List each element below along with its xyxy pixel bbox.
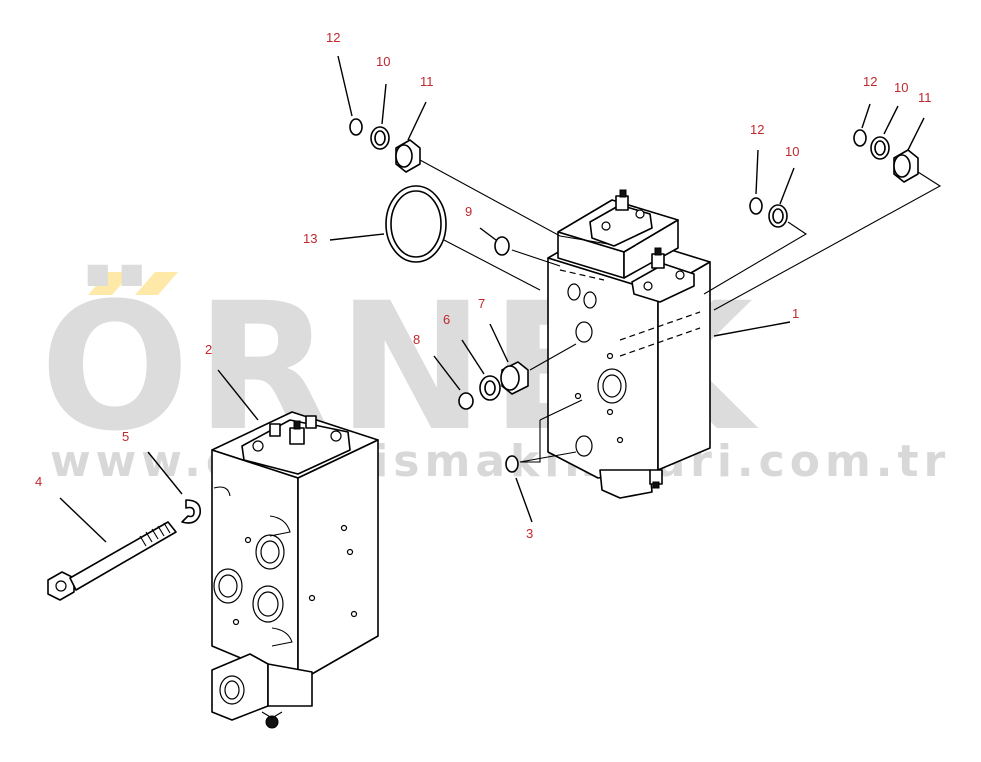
callout-7: 7	[478, 296, 485, 311]
bolt-part-4	[47, 521, 177, 601]
plug-part-11-right	[893, 149, 919, 183]
valve-block-part-1	[547, 189, 711, 499]
callout-13: 13	[303, 231, 317, 246]
assembly-lines	[419, 159, 942, 463]
o-ring-part-8	[458, 392, 474, 410]
watermark-accent-right	[135, 272, 178, 295]
seal-part-10-right	[870, 136, 890, 160]
callout-12-top: 12	[326, 30, 340, 45]
watermark-accent-left	[88, 272, 132, 295]
callout-2: 2	[205, 342, 212, 357]
callout-10-mid: 10	[785, 144, 799, 159]
watermark-url: www.ornekismakinalari.com.tr	[50, 436, 950, 487]
callout-11-top: 11	[420, 74, 434, 89]
o-ring-part-12-mid	[749, 197, 763, 215]
callout-12-mid: 12	[750, 122, 764, 137]
seal-part-10-top	[370, 126, 390, 150]
callout-10-top: 10	[376, 54, 390, 69]
o-ring-part-13	[385, 185, 447, 263]
callout-4: 4	[35, 474, 42, 489]
o-ring-part-9	[494, 236, 510, 256]
callout-12-right: 12	[863, 74, 877, 89]
callout-3: 3	[526, 526, 533, 541]
seal-part-10-mid	[768, 204, 788, 228]
o-ring-part-12-right	[853, 129, 867, 147]
o-ring-part-3	[505, 455, 519, 473]
seal-part-6	[479, 375, 501, 401]
plug-part-11-top	[395, 139, 421, 173]
o-ring-part-12-top	[349, 118, 363, 136]
callout-1: 1	[792, 306, 799, 321]
plug-part-7	[500, 361, 529, 395]
leader-lines	[59, 55, 925, 543]
callout-labels: 1 2 3 4 5 6 7 8 9 10 11 12 13 12 10 12 1…	[35, 30, 932, 541]
watermark: ÖRNEK www.ornekismakinalari.com.tr	[40, 263, 950, 487]
snap-ring-part-5	[181, 499, 202, 524]
callout-8: 8	[413, 332, 420, 347]
valve-block-part-2	[211, 411, 379, 729]
callout-9: 9	[465, 204, 472, 219]
callout-10-right: 10	[894, 80, 908, 95]
callout-11-right: 11	[918, 90, 932, 105]
callout-5: 5	[122, 429, 129, 444]
callout-6: 6	[443, 312, 450, 327]
